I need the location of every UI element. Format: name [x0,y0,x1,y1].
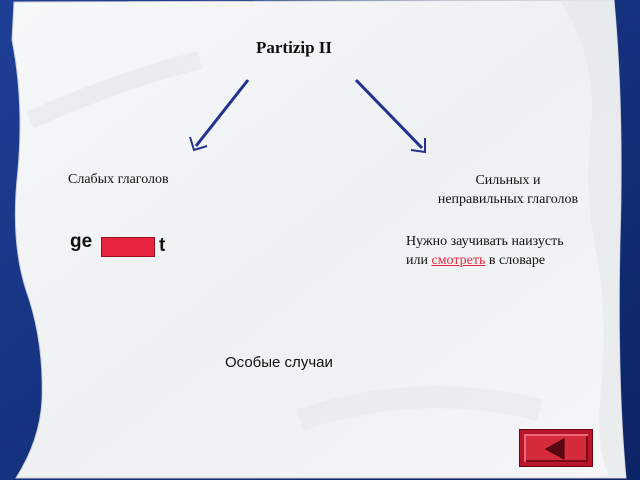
back-button[interactable] [519,429,593,467]
arrow-right [354,78,426,154]
strong-label-line1: Сильных и [475,173,541,188]
triangle-left-icon [544,438,565,460]
prefix-ge: ge [70,231,93,252]
strong-verbs-note: Нужно заучивать наизусть или смотреть в … [406,232,564,270]
special-cases-link[interactable]: Особые случаи [225,354,333,371]
verb-stem-box [101,237,155,257]
strong-verbs-label: Сильных и неправильных глаголов [418,171,598,209]
dictionary-link[interactable]: смотреть [431,253,486,268]
note-or: или [406,253,428,268]
strong-label-line2: неправильных глаголов [437,192,579,207]
note-in-dictionary: в словаре [488,253,546,268]
weak-verbs-label: Слабых глаголов [68,172,169,187]
suffix-t: t [159,235,166,256]
note-line1: Нужно заучивать наизусть [406,234,564,249]
page-title: Partizip II [256,38,333,57]
note-line2: или смотреть в словаре [406,251,564,270]
arrow-left [189,79,250,152]
